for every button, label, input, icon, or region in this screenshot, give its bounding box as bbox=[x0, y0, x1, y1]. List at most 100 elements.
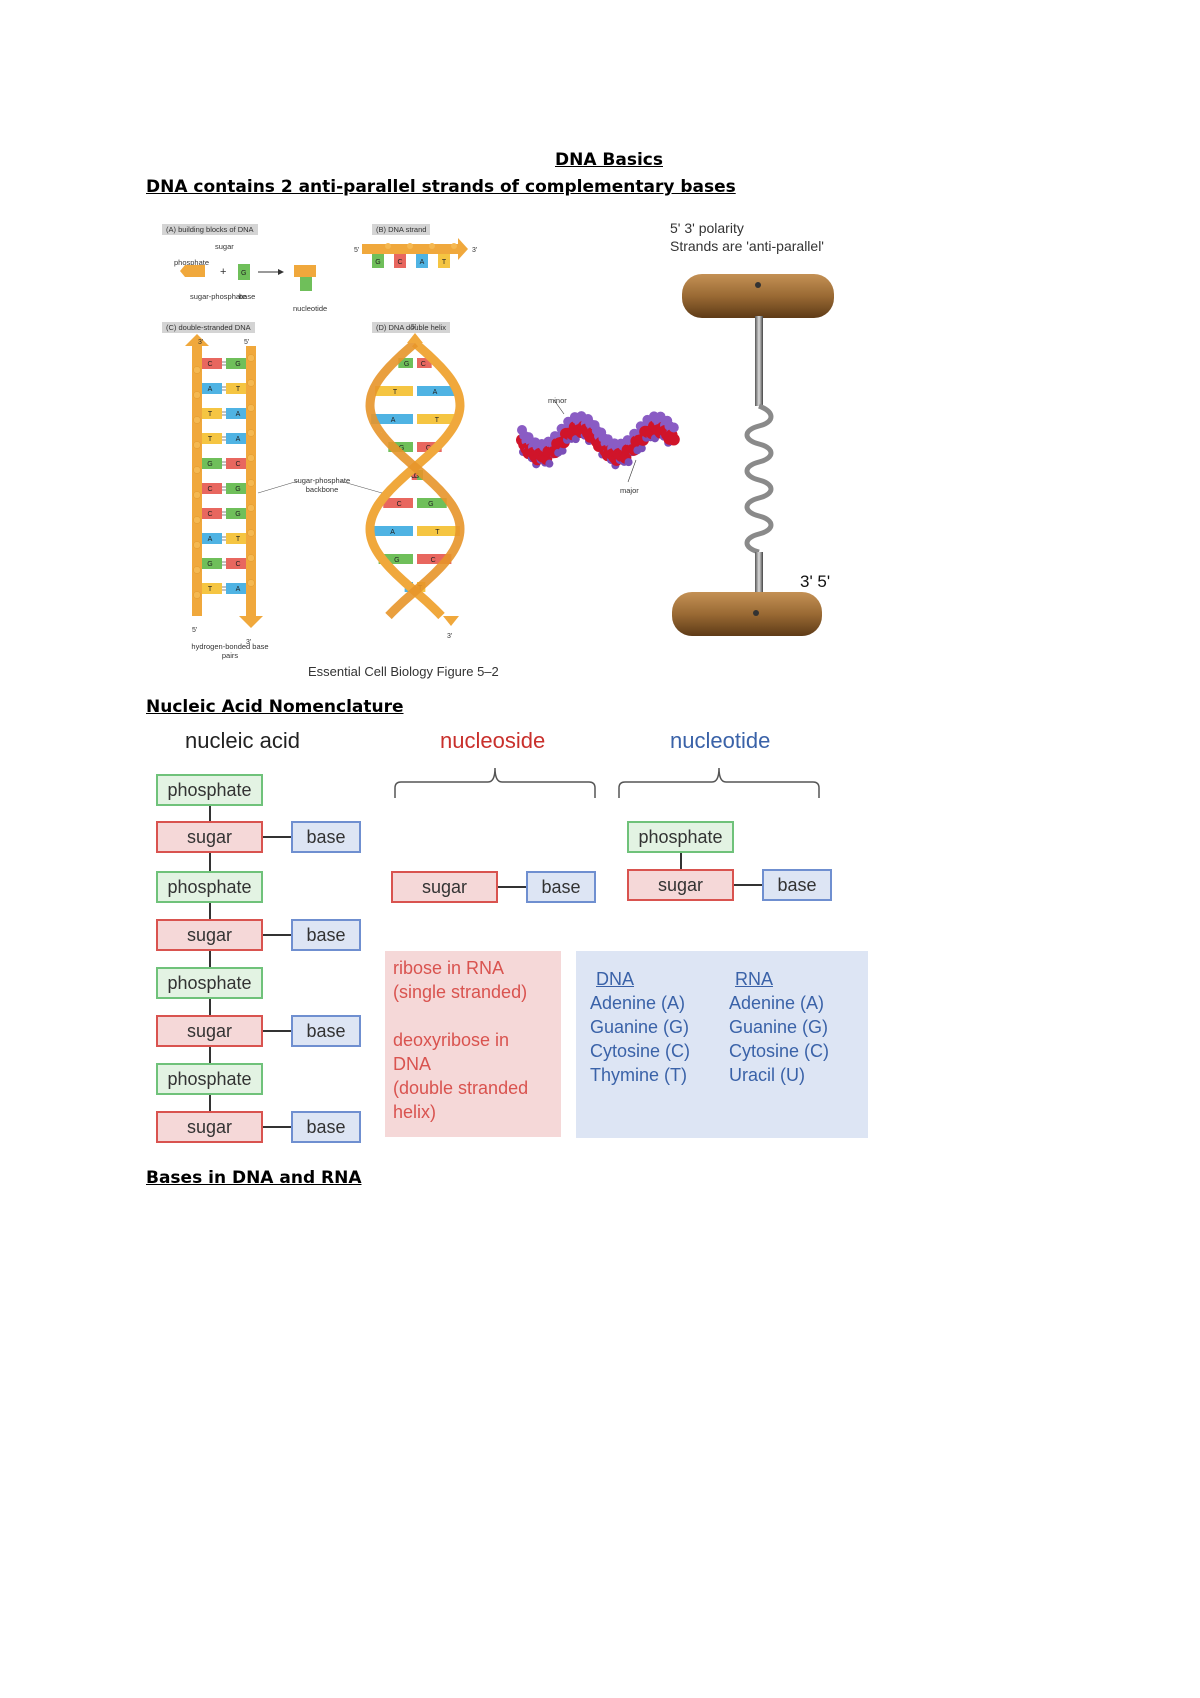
ladder-base-left bbox=[202, 433, 222, 444]
nucleotide-sugar-box: sugar bbox=[627, 869, 734, 901]
ladder-phosphate-right bbox=[247, 429, 255, 437]
bottom-polarity-label: 3' 5' bbox=[800, 572, 831, 591]
nucleotide-base-box: base bbox=[762, 869, 832, 901]
ladder-phosphate-right bbox=[247, 404, 255, 412]
top-handle-pin bbox=[755, 282, 761, 288]
section-heading-bases: Bases in DNA and RNA bbox=[146, 1168, 362, 1188]
ladder-base-letter-right: C bbox=[235, 561, 240, 568]
helix-base-letter: C bbox=[426, 445, 431, 452]
rna-header: RNA bbox=[735, 969, 774, 989]
sugar-base-connector bbox=[263, 934, 291, 936]
helix-strand-2 bbox=[365, 339, 465, 620]
ladder-5-bottom: 5' bbox=[192, 627, 197, 634]
corkscrew-shaft-top bbox=[755, 316, 763, 406]
strand-base bbox=[438, 254, 450, 268]
label-base: base bbox=[239, 292, 256, 301]
ladder-phosphate-left bbox=[193, 441, 201, 449]
helix-base bbox=[417, 554, 452, 564]
ladder-3-top: 3' bbox=[198, 339, 203, 346]
rna-base: Adenine (A) bbox=[729, 993, 825, 1013]
strand-base bbox=[372, 254, 384, 268]
ladder-base-letter-right: A bbox=[236, 586, 241, 593]
minor-groove-pointer bbox=[553, 399, 565, 415]
label-hydrogen-bonded: hydrogen-bonded base pairs bbox=[191, 642, 269, 660]
sugar-note-line: (single stranded) bbox=[393, 982, 528, 1002]
nucleotide-title: nucleotide bbox=[670, 728, 771, 753]
atom-backbone bbox=[624, 458, 633, 467]
base-box: base bbox=[291, 821, 361, 853]
label-phosphate: phosphate bbox=[174, 258, 210, 267]
ladder-phosphate-left bbox=[193, 416, 201, 424]
panel-a-label: (A) building blocks of DNA bbox=[162, 224, 258, 235]
ladder-base-letter-right: C bbox=[235, 461, 240, 468]
strand-base-letter: T bbox=[442, 259, 447, 266]
atom-backbone bbox=[668, 422, 679, 433]
atom-backbone bbox=[571, 435, 580, 444]
antiparallel-note: Strands are 'anti-parallel' bbox=[670, 238, 824, 254]
label-sugar-phosphate: sugar-phosphate bbox=[190, 292, 247, 301]
helix-base bbox=[371, 414, 413, 424]
dna-base: Guanine (G) bbox=[590, 1017, 690, 1037]
helix-base bbox=[417, 442, 442, 452]
ladder-phosphate-right bbox=[247, 454, 255, 462]
ladder-phosphate-left bbox=[193, 491, 201, 499]
ladder-phosphate-right bbox=[247, 479, 255, 487]
bottom-handle-pin bbox=[753, 610, 759, 616]
ladder-base-left bbox=[202, 383, 222, 394]
base-box: base bbox=[291, 919, 361, 951]
polarity-label: 5' 3' polarity bbox=[670, 220, 744, 236]
ladder-base-letter-left: G bbox=[207, 561, 212, 568]
sugar-box: sugar bbox=[156, 919, 263, 951]
sugar-base-connector bbox=[263, 836, 291, 838]
nucleotide-brace-path bbox=[618, 767, 820, 798]
helix-base-letter: G bbox=[399, 445, 404, 452]
ladder-phosphate-right bbox=[247, 379, 255, 387]
sugar-note-line: helix) bbox=[393, 1102, 437, 1122]
ladder-base-right bbox=[226, 358, 246, 369]
major-groove-pointer bbox=[627, 459, 637, 483]
backbone-pointer-right bbox=[339, 480, 383, 494]
ladder-phosphate-left bbox=[193, 541, 201, 549]
panel-d-label: (D) DNA double helix bbox=[372, 322, 451, 333]
ladder-left-backbone bbox=[192, 346, 202, 616]
ladder-base-left bbox=[202, 483, 222, 494]
ladder-base-letter-right: A bbox=[236, 411, 241, 418]
sugar-type-note: ribose in RNA (single stranded) deoxyrib… bbox=[385, 951, 561, 1137]
strand-phosphate-dot bbox=[407, 243, 413, 249]
dna-header: DNA bbox=[596, 969, 635, 989]
section-heading-antiparallel: DNA contains 2 anti-parallel strands of … bbox=[146, 177, 736, 197]
strand-phosphate-dot bbox=[451, 243, 457, 249]
figure-caption: Essential Cell Biology Figure 5–2 bbox=[308, 664, 499, 679]
base-shape-letter: G bbox=[241, 270, 246, 277]
strand-arrowhead bbox=[458, 238, 468, 260]
dna-base: Adenine (A) bbox=[590, 993, 686, 1013]
corkscrew-shaft-bottom bbox=[755, 552, 763, 592]
reaction-arrowhead bbox=[278, 269, 284, 275]
dna-bases-column: DNA Adenine (A) Guanine (G) Cytosine (C)… bbox=[590, 967, 690, 1087]
ladder-base-right bbox=[226, 433, 246, 444]
ladder-phosphate-left bbox=[193, 391, 201, 399]
plus-sign: + bbox=[220, 266, 226, 278]
ladder-phosphate-right bbox=[247, 529, 255, 537]
bases-table: DNA Adenine (A) Guanine (G) Cytosine (C)… bbox=[576, 951, 868, 1138]
sugar-box: sugar bbox=[156, 1015, 263, 1047]
strand-base-letter: C bbox=[397, 259, 402, 266]
rna-base: Uracil (U) bbox=[729, 1065, 805, 1085]
ladder-base-left bbox=[202, 408, 222, 419]
nucleoside-connector bbox=[498, 886, 526, 888]
sugar-box: sugar bbox=[156, 821, 263, 853]
dna-base: Thymine (T) bbox=[590, 1065, 688, 1085]
chain-connector bbox=[209, 790, 211, 1130]
atom-backbone bbox=[545, 459, 554, 468]
ladder-base-left bbox=[202, 583, 222, 594]
section-heading-nomenclature: Nucleic Acid Nomenclature bbox=[146, 697, 404, 717]
nucleotide-base-shape bbox=[300, 277, 312, 291]
helix-top-arrow bbox=[407, 333, 423, 343]
helix-base-letter: A bbox=[390, 529, 395, 536]
phosphate-box: phosphate bbox=[156, 774, 263, 806]
strand-base-letter: G bbox=[375, 259, 380, 266]
ladder-base-left bbox=[202, 458, 222, 469]
